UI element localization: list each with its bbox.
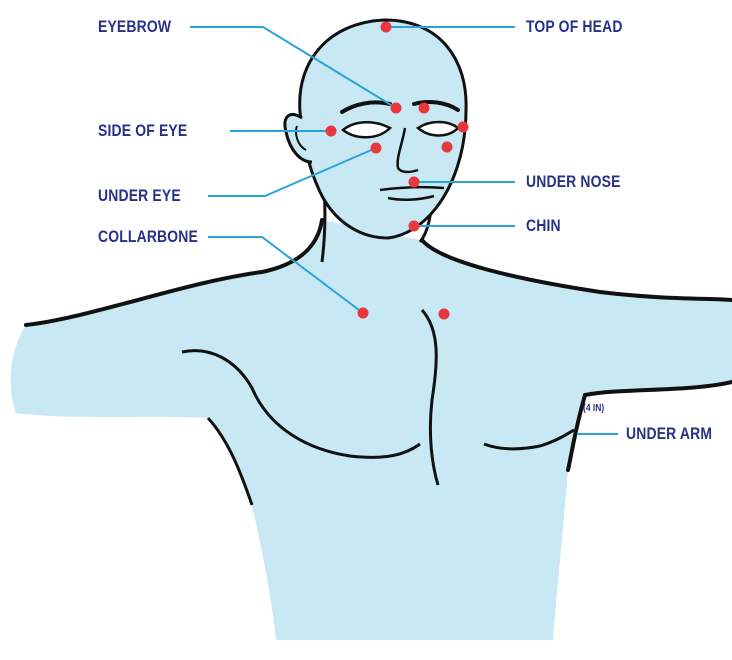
label-chin: CHIN	[526, 217, 561, 234]
label-under-eye: UNDER EYE	[98, 187, 181, 204]
label-under-nose: UNDER NOSE	[526, 173, 621, 190]
point-under-eye-right	[442, 142, 453, 153]
point-side-of-eye-right	[458, 122, 469, 133]
point-collarbone-right	[439, 309, 450, 320]
point-side-of-eye	[326, 126, 337, 137]
label-side-of-eye: SIDE OF EYE	[98, 122, 187, 139]
label-under-arm-note: (4 IN)	[583, 404, 604, 414]
point-top-of-head	[381, 22, 392, 33]
point-chin	[409, 221, 420, 232]
point-collarbone	[358, 308, 369, 319]
point-under-nose	[409, 177, 420, 188]
torso-shape	[11, 220, 732, 640]
label-collarbone: COLLARBONE	[98, 228, 198, 245]
label-eyebrow: EYEBROW	[98, 18, 171, 35]
point-eyebrow-right	[419, 103, 430, 114]
label-top-of-head: TOP OF HEAD	[526, 18, 623, 35]
point-eyebrow	[391, 103, 402, 114]
label-under-arm: UNDER ARM	[626, 425, 712, 442]
point-under-eye	[371, 143, 382, 154]
